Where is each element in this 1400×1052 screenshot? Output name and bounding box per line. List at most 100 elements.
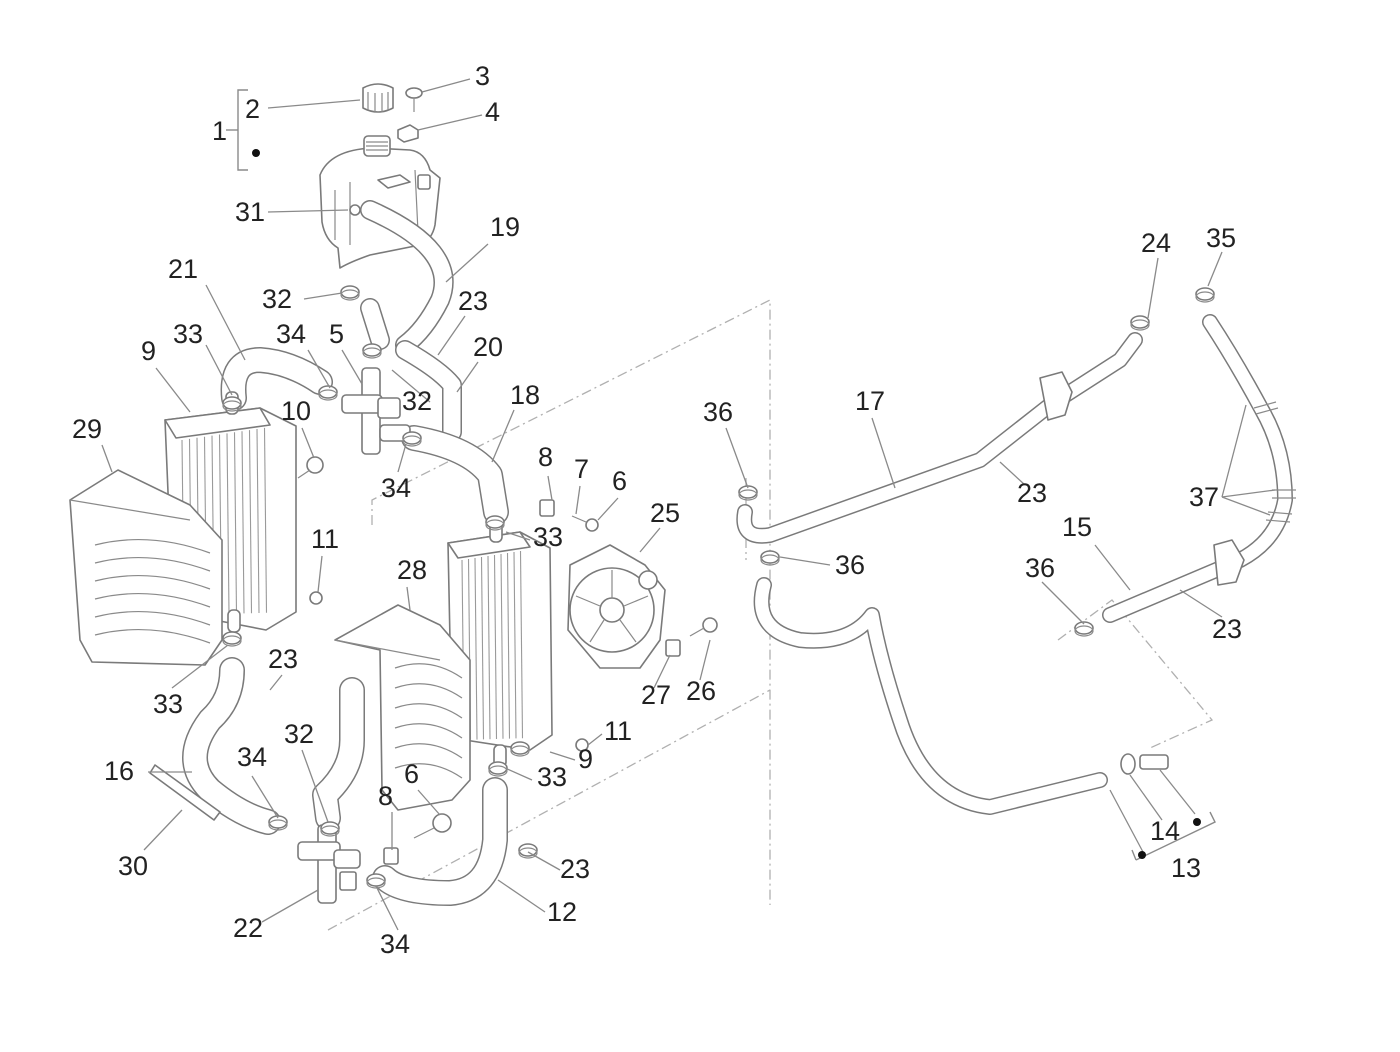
leader-line bbox=[406, 586, 411, 611]
callout-5: 5 bbox=[329, 319, 344, 349]
leader-line bbox=[1094, 544, 1131, 591]
hose-clamps bbox=[222, 285, 1215, 889]
shroud-louver bbox=[94, 610, 211, 626]
callout-17: 17 bbox=[855, 386, 885, 416]
callout-28: 28 bbox=[397, 555, 427, 585]
leader-line bbox=[549, 751, 576, 761]
callout-32a: 32 bbox=[262, 284, 292, 314]
shroud-louver bbox=[94, 592, 211, 608]
leader-line bbox=[421, 78, 471, 93]
callout-36a: 36 bbox=[703, 397, 733, 427]
leader-line bbox=[267, 99, 361, 109]
hose-clamp-band bbox=[1195, 291, 1215, 303]
leader-line bbox=[1129, 774, 1163, 821]
hose-clamp bbox=[738, 485, 758, 499]
hose-20 bbox=[395, 340, 462, 442]
leader-line bbox=[1221, 496, 1271, 516]
leader-line bbox=[317, 555, 323, 593]
callout-34b: 34 bbox=[381, 473, 411, 503]
radiator-right bbox=[447, 519, 553, 768]
cooling-fan bbox=[567, 544, 666, 669]
callout-34d: 34 bbox=[380, 929, 410, 959]
leader-line bbox=[143, 809, 183, 851]
callout-9a: 9 bbox=[141, 336, 156, 366]
leader-line bbox=[999, 461, 1026, 486]
tee-fitting-upper bbox=[341, 367, 411, 455]
leader-line bbox=[779, 556, 831, 566]
callout-30: 30 bbox=[118, 851, 148, 881]
callout-29: 29 bbox=[72, 414, 102, 444]
callout-9b: 9 bbox=[578, 744, 593, 774]
hose-clamp-band bbox=[320, 825, 340, 837]
callout-labels: 1 2 3 4 31 19 21 32 23 33 34 5 20 9 32 1… bbox=[72, 61, 1242, 959]
callout-33a: 33 bbox=[173, 319, 203, 349]
callout-31: 31 bbox=[235, 197, 265, 227]
shroud-louver bbox=[394, 723, 463, 739]
callout-33d: 33 bbox=[537, 762, 567, 792]
radiator-fin bbox=[493, 554, 498, 740]
callout-14: 14 bbox=[1150, 816, 1180, 846]
leader-line bbox=[587, 733, 603, 746]
leader-line bbox=[527, 851, 561, 871]
hose-19 bbox=[360, 200, 454, 355]
leader-line bbox=[1221, 489, 1276, 498]
radiator-fin bbox=[519, 550, 524, 739]
callout-23c: 23 bbox=[560, 854, 590, 884]
callout-8a: 8 bbox=[538, 442, 553, 472]
hose-clamp bbox=[222, 396, 242, 410]
hose-clamp bbox=[320, 821, 340, 835]
group-bracket-13 bbox=[1131, 811, 1216, 861]
leader-line bbox=[871, 417, 896, 489]
callout-36c: 36 bbox=[1025, 553, 1055, 583]
hose-clamp-band bbox=[366, 877, 386, 889]
callout-7: 7 bbox=[574, 454, 589, 484]
foam-strip bbox=[149, 764, 221, 821]
leader-line bbox=[1041, 581, 1085, 625]
hose-lower-mid bbox=[312, 677, 365, 831]
hose-clamp bbox=[362, 343, 382, 357]
leader-line bbox=[437, 315, 466, 356]
callout-20: 20 bbox=[473, 332, 503, 362]
leader-line bbox=[547, 475, 553, 501]
callout-6a: 6 bbox=[612, 466, 627, 496]
leader-line bbox=[1179, 589, 1223, 618]
hose-15 bbox=[1102, 314, 1296, 623]
leader-line bbox=[417, 114, 483, 131]
leader-line bbox=[307, 349, 331, 389]
hose-clamp bbox=[485, 515, 505, 529]
callout-4: 4 bbox=[485, 97, 500, 127]
shroud-left bbox=[69, 469, 223, 666]
hose-clamp bbox=[488, 761, 508, 775]
leader-line bbox=[575, 485, 581, 515]
leader-lines bbox=[101, 78, 1276, 931]
callout-22: 22 bbox=[233, 913, 263, 943]
hose-clamp-band bbox=[738, 489, 758, 501]
hose-clamp-band bbox=[510, 745, 530, 757]
leader-line bbox=[699, 639, 711, 681]
callout-26: 26 bbox=[686, 676, 716, 706]
radiator-fin bbox=[506, 552, 511, 739]
callout-23a: 23 bbox=[458, 286, 488, 316]
radiator-fin bbox=[487, 555, 491, 740]
callout-32b: 32 bbox=[402, 386, 432, 416]
leader-line bbox=[341, 349, 363, 385]
callout-33b: 33 bbox=[533, 522, 563, 552]
callout-33c: 33 bbox=[153, 689, 183, 719]
hose-clamp bbox=[760, 550, 780, 564]
leader-line bbox=[1109, 789, 1144, 853]
leader-line bbox=[101, 444, 113, 473]
radiator-fin bbox=[233, 432, 238, 614]
leader-line bbox=[639, 527, 661, 553]
shroud-louver bbox=[94, 574, 211, 590]
hose-lower-long bbox=[753, 577, 1108, 815]
callout-36b: 36 bbox=[835, 550, 865, 580]
hose-clamp bbox=[518, 843, 538, 857]
shroud-louver bbox=[94, 556, 211, 572]
radiator-fin bbox=[263, 427, 268, 613]
leader-line bbox=[205, 344, 233, 396]
hose-clamp bbox=[510, 741, 530, 755]
radiator-fin bbox=[513, 551, 517, 739]
radiator-fin bbox=[500, 553, 504, 739]
callout-32c: 32 bbox=[284, 719, 314, 749]
hose-21 bbox=[220, 347, 333, 411]
